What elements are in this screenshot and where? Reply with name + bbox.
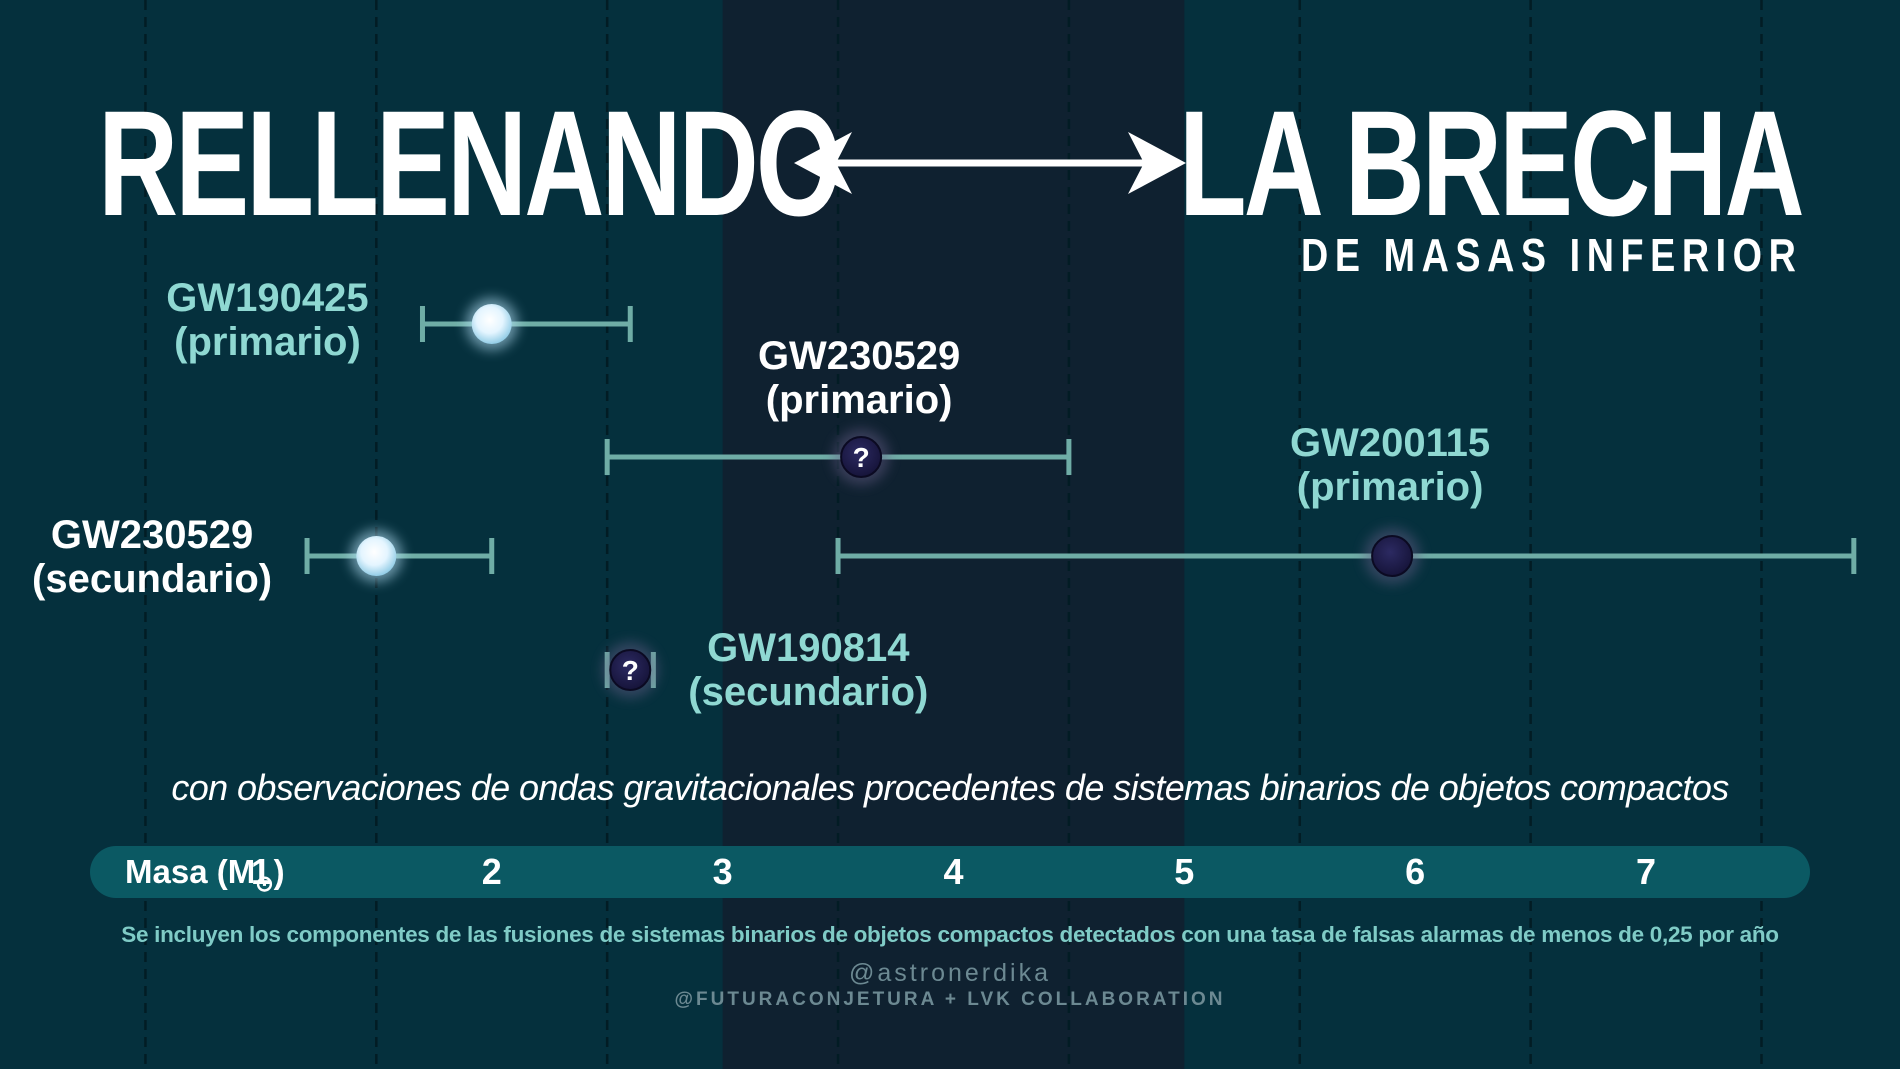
x-tick-label: 4 <box>943 851 964 892</box>
x-tick-label: 7 <box>1636 851 1657 892</box>
event-label: GW190425(primario) <box>87 276 447 364</box>
data-point: ? <box>602 642 659 698</box>
event-label: GW190814(secundario) <box>628 626 988 714</box>
x-tick-label: 5 <box>1174 851 1195 892</box>
credit-collaboration: @FUTURACONJETURA + LVK COLLABORATION <box>674 989 1226 1010</box>
event-role: (primario) <box>174 320 361 364</box>
event-name: GW190425 <box>166 276 369 320</box>
double-arrow-icon <box>790 128 1190 198</box>
event-name: GW230529 <box>757 334 961 378</box>
x-axis-label-main: Masa (M <box>125 853 256 890</box>
event-role: (secundario) <box>32 557 273 601</box>
x-tick-label: 1 <box>250 851 271 892</box>
event-label: GW230529(primario) <box>679 334 1039 422</box>
x-axis-label: Masa (M⊙) <box>125 848 285 896</box>
x-axis-label-end: ) <box>273 853 285 890</box>
x-axis-bar <box>90 846 1810 898</box>
caption: con observaciones de ondas gravitacional… <box>171 767 1729 808</box>
subtitle: DE MASAS INFERIOR <box>1300 229 1802 281</box>
x-tick-label: 2 <box>481 851 502 892</box>
data-point: ? <box>833 429 890 485</box>
event-role: (secundario) <box>688 670 929 714</box>
title-left: RELLENANDO <box>98 79 842 247</box>
error-bar <box>835 538 1857 574</box>
event-name: GW230529 <box>50 513 254 557</box>
event-name: GW190814 <box>707 626 910 670</box>
data-point <box>465 298 518 350</box>
data-point <box>1364 528 1421 584</box>
event-label: GW230529(secundario) <box>0 513 332 601</box>
title-right: LA BRECHA <box>1179 79 1805 247</box>
event-role: (primario) <box>765 378 953 422</box>
solar-mass-symbol: ⊙ <box>255 871 274 896</box>
event-role: (primario) <box>1296 465 1484 509</box>
error-bar <box>419 306 633 342</box>
credit-astronerdika: @astronerdika <box>849 959 1051 987</box>
footnote: Se incluyen los componentes de las fusio… <box>121 922 1779 947</box>
x-tick-label: 3 <box>712 851 733 892</box>
question-mark-icon: ? <box>622 655 639 686</box>
event-name: GW200115 <box>1290 421 1491 465</box>
x-tick-label: 6 <box>1405 851 1426 892</box>
data-point <box>350 530 403 582</box>
data-markers: ?? <box>350 298 1421 698</box>
question-mark-icon: ? <box>853 442 870 473</box>
event-label: GW200115(primario) <box>1210 421 1570 509</box>
